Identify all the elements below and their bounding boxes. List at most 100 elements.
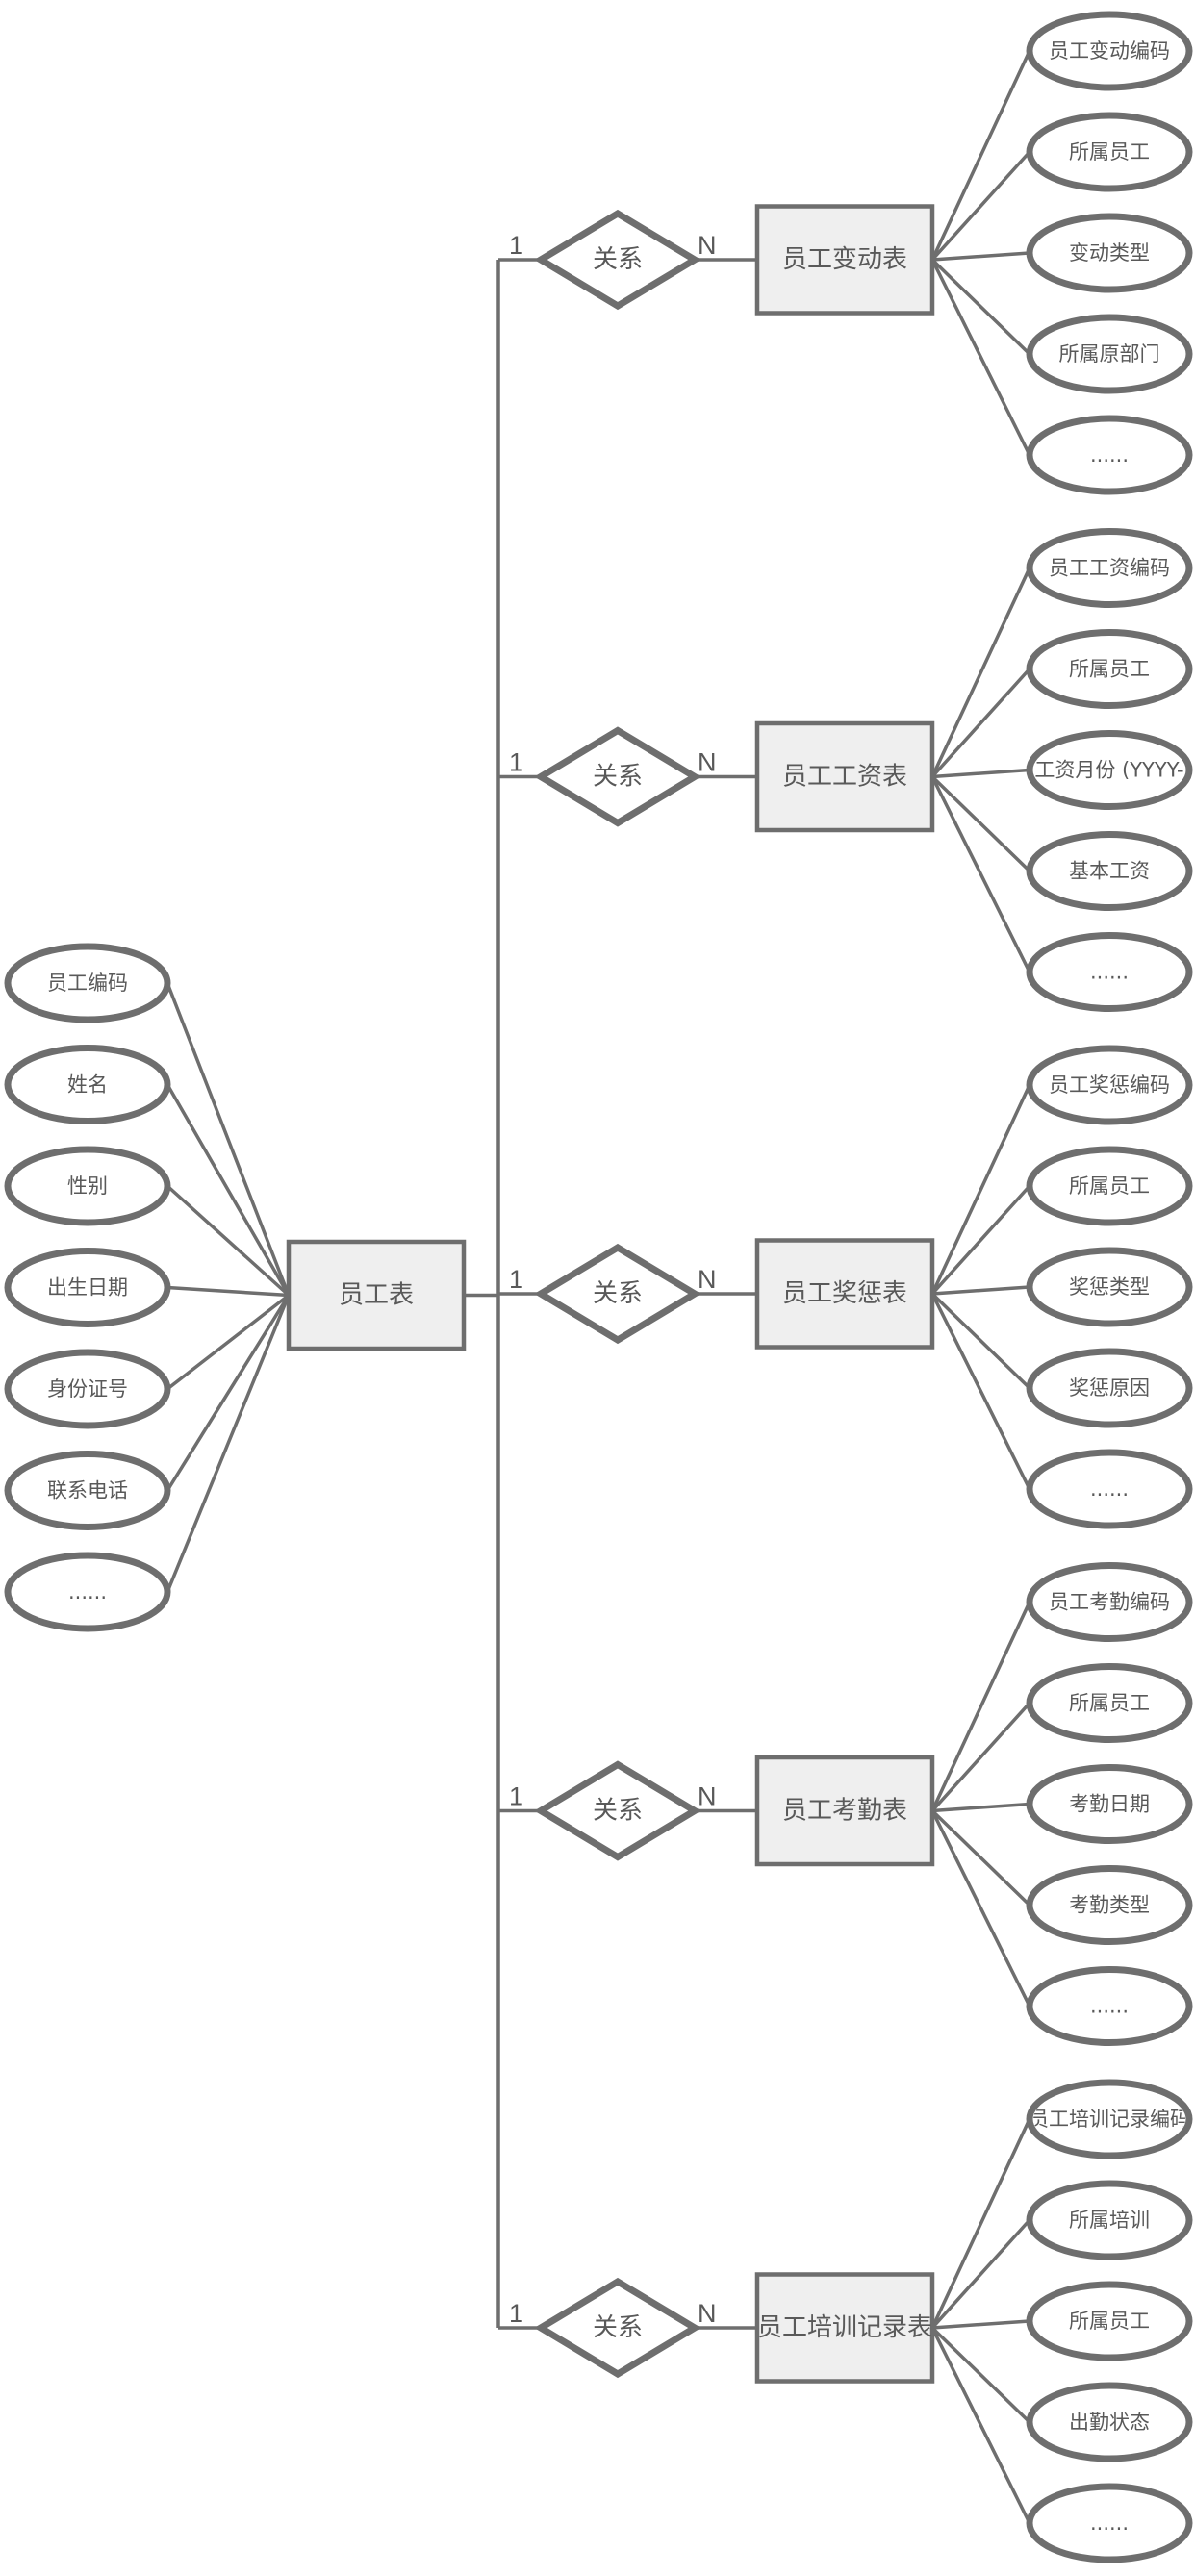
entity-attribute-edge xyxy=(930,150,1031,262)
attribute-label: 员工变动编码 xyxy=(1049,39,1170,63)
entity-attribute: 所属员工 xyxy=(1026,629,1193,709)
attribute-ellipse xyxy=(1026,1663,1193,1743)
attribute-ellipse xyxy=(1026,2483,1193,2563)
relationship-label: 关系 xyxy=(593,2313,643,2342)
attribute-ellipse xyxy=(4,1045,171,1124)
attribute-ellipse xyxy=(1026,831,1193,911)
attribute-label: 考勤类型 xyxy=(1069,1894,1150,1917)
attribute-label: 所属员工 xyxy=(1069,658,1150,681)
entity-label: 员工表 xyxy=(339,1281,414,1310)
main-attribute-edge xyxy=(165,1083,291,1297)
relationship-diamond xyxy=(534,1243,701,1345)
entity-attribute: 所属员工 xyxy=(1026,1146,1193,1226)
entity-attribute: 所属员工 xyxy=(1026,112,1193,192)
cardinality-many: N xyxy=(698,2299,717,2328)
entity-attribute-edge xyxy=(930,1084,1031,1295)
cardinality-many: N xyxy=(698,1782,717,1811)
attribute-ellipse xyxy=(1026,1146,1193,1226)
entity-attribute-edge xyxy=(931,2319,1030,2330)
main-attribute: 性别 xyxy=(4,1146,171,1226)
entity-attribute: ...... xyxy=(1026,1449,1193,1529)
entity-box xyxy=(754,2272,935,2384)
entity-attribute: 变动类型 xyxy=(1026,213,1193,293)
connector-lines xyxy=(165,50,1031,2524)
entity-attribute: ...... xyxy=(1026,932,1193,1012)
attribute-ellipse xyxy=(1026,1348,1193,1428)
entity-attribute-edge xyxy=(930,1809,1031,1907)
related-entity: 员工培训记录表 xyxy=(754,2272,935,2384)
attribute-label: ...... xyxy=(1090,1995,1129,2018)
attribute-label: 奖惩原因 xyxy=(1069,1376,1150,1400)
entity-attribute-edge xyxy=(930,567,1031,778)
cardinality-one: 1 xyxy=(509,1265,523,1294)
entity-attribute-edge xyxy=(930,2118,1031,2329)
attribute-label: 出生日期 xyxy=(47,1276,128,1300)
entity-box xyxy=(754,1238,935,1350)
entity-label: 员工培训记录表 xyxy=(757,2313,932,2342)
entity-attribute-edge xyxy=(931,1802,1030,1813)
attribute-ellipse xyxy=(1026,1247,1193,1327)
entity-attribute-edge xyxy=(930,50,1031,261)
entity-attribute: 工资月份 (YYYY- xyxy=(1026,730,1193,810)
attribute-label: ...... xyxy=(1090,443,1129,467)
entity-attribute: 基本工资 xyxy=(1026,831,1193,911)
entity-box xyxy=(754,204,935,316)
relationship-diamond xyxy=(534,1760,701,1861)
attribute-ellipse xyxy=(1026,112,1193,192)
entity-attribute: 员工培训记录编码 xyxy=(1026,2079,1193,2159)
main-attribute: 出生日期 xyxy=(4,1248,171,1327)
attribute-label: ...... xyxy=(1090,1477,1129,1501)
entity-attribute-edge xyxy=(930,2326,1031,2424)
attribute-label: 员工考勤编码 xyxy=(1049,1591,1170,1614)
relationship-label: 关系 xyxy=(593,1797,643,1826)
attribute-ellipse xyxy=(1026,1966,1193,2046)
attribute-label: 所属员工 xyxy=(1069,1692,1150,1715)
relationship-label: 关系 xyxy=(593,1279,643,1308)
cardinality-many: N xyxy=(698,231,717,260)
attribute-label: ...... xyxy=(68,1580,107,1604)
attribute-label: 所属员工 xyxy=(1069,2310,1150,2333)
related-entity: 员工考勤表 xyxy=(754,1755,935,1867)
entity-label: 员工奖惩表 xyxy=(782,1279,907,1308)
entity-attribute-edge xyxy=(930,1292,1031,1390)
attribute-ellipse xyxy=(1026,932,1193,1012)
attribute-label: 姓名 xyxy=(67,1073,108,1097)
entity-attribute-edge xyxy=(930,2218,1031,2330)
related-entity: 员工工资表 xyxy=(754,720,935,833)
attribute-ellipse xyxy=(1026,629,1193,709)
relationship-diamond xyxy=(534,726,701,827)
attribute-ellipse xyxy=(1026,415,1193,495)
entity-attribute-edge xyxy=(930,775,1031,872)
attribute-label: 联系电话 xyxy=(47,1479,128,1503)
entity-attribute: 员工奖惩编码 xyxy=(1026,1045,1193,1125)
attribute-ellipse xyxy=(1026,11,1193,91)
main-attribute: ...... xyxy=(4,1552,171,1632)
entity-attribute-edge xyxy=(930,258,1031,356)
attribute-ellipse xyxy=(1026,2180,1193,2260)
entity-attribute: 考勤类型 xyxy=(1026,1865,1193,1945)
attribute-label: ...... xyxy=(1090,2512,1129,2535)
cardinality-many: N xyxy=(698,1265,717,1294)
entity-label: 员工变动表 xyxy=(782,245,907,274)
attribute-label: 奖惩类型 xyxy=(1069,1275,1150,1299)
attribute-ellipse xyxy=(4,1248,171,1327)
entity-label: 员工工资表 xyxy=(782,763,907,792)
entity-attribute: 所属原部门 xyxy=(1026,314,1193,394)
main-attribute: 身份证号 xyxy=(4,1349,171,1429)
attribute-ellipse xyxy=(1026,314,1193,394)
entity-label: 员工考勤表 xyxy=(782,1797,907,1826)
attribute-ellipse xyxy=(1026,1045,1193,1125)
attribute-label: 所属员工 xyxy=(1069,1174,1150,1198)
cardinality-many: N xyxy=(698,748,717,777)
attribute-label: 所属原部门 xyxy=(1059,342,1160,366)
entity-attribute: 所属培训 xyxy=(1026,2180,1193,2260)
attribute-label: 员工编码 xyxy=(47,972,128,995)
attribute-ellipse xyxy=(1026,2382,1193,2462)
attribute-label: 身份证号 xyxy=(47,1377,128,1401)
entity-attribute: 所属员工 xyxy=(1026,1663,1193,1743)
attribute-label: 员工工资编码 xyxy=(1049,557,1170,580)
attribute-ellipse xyxy=(1026,2281,1193,2361)
